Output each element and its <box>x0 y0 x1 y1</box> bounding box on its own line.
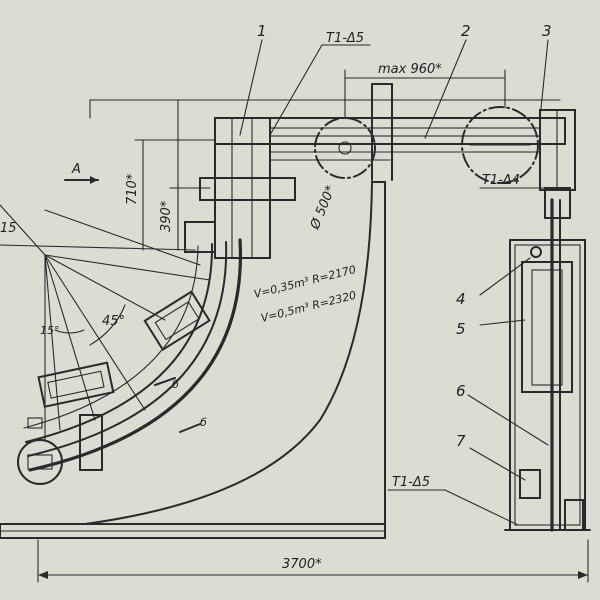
dim-390-label: 390* <box>159 200 174 232</box>
callout-leaders <box>239 39 549 526</box>
dim-710-label: 710* <box>125 173 140 205</box>
callout-7: 7 <box>456 432 466 450</box>
curved-track <box>23 238 243 472</box>
ground-base <box>0 523 386 539</box>
arm-drum-right <box>461 106 539 184</box>
callout-2: 2 <box>461 22 471 40</box>
angle-15-label: 15° <box>40 324 60 337</box>
weld-mark-top: T1-Δ5 <box>326 31 364 46</box>
dim-390 <box>169 187 211 251</box>
cut-b-label-1: б <box>172 378 179 391</box>
bucket-lower <box>37 361 115 408</box>
callout-6: 6 <box>456 382 466 400</box>
weld-mark-bottom: T1-Δ5 <box>392 475 430 490</box>
dim-max-960-label: max 960* <box>378 62 442 77</box>
arm-drum-left <box>314 117 376 179</box>
callout-5: 5 <box>456 320 466 338</box>
radial-lines <box>0 204 211 441</box>
concrete-pit-hatched <box>84 181 386 525</box>
bucket-bottom <box>79 414 103 471</box>
swing-arm <box>214 83 566 181</box>
view-a-label: A <box>71 162 81 177</box>
dim-710 <box>134 139 216 251</box>
bucket-upper <box>143 290 211 352</box>
cut-marks <box>154 377 201 433</box>
pivot-bottom <box>17 417 63 485</box>
view-arrow-a <box>64 176 99 184</box>
callout-3: 3 <box>542 22 552 40</box>
cut-b-label-2: б <box>200 416 207 429</box>
dim-3700 <box>37 539 589 583</box>
dim-960 <box>344 69 506 119</box>
dim-3700-label: 3700* <box>282 557 322 572</box>
central-mast <box>184 117 296 259</box>
callout-1: 1 <box>257 22 267 40</box>
callout-4: 4 <box>456 290 466 308</box>
column-head <box>539 109 576 219</box>
guide-tower <box>504 198 591 532</box>
dim-wheel-diameter-label: Ø 500* <box>307 183 339 232</box>
weld-mark-right: T1-Δ4 <box>482 173 520 188</box>
angle-left-label: 15 <box>0 221 17 236</box>
angle-45-label: 45° <box>102 314 125 329</box>
